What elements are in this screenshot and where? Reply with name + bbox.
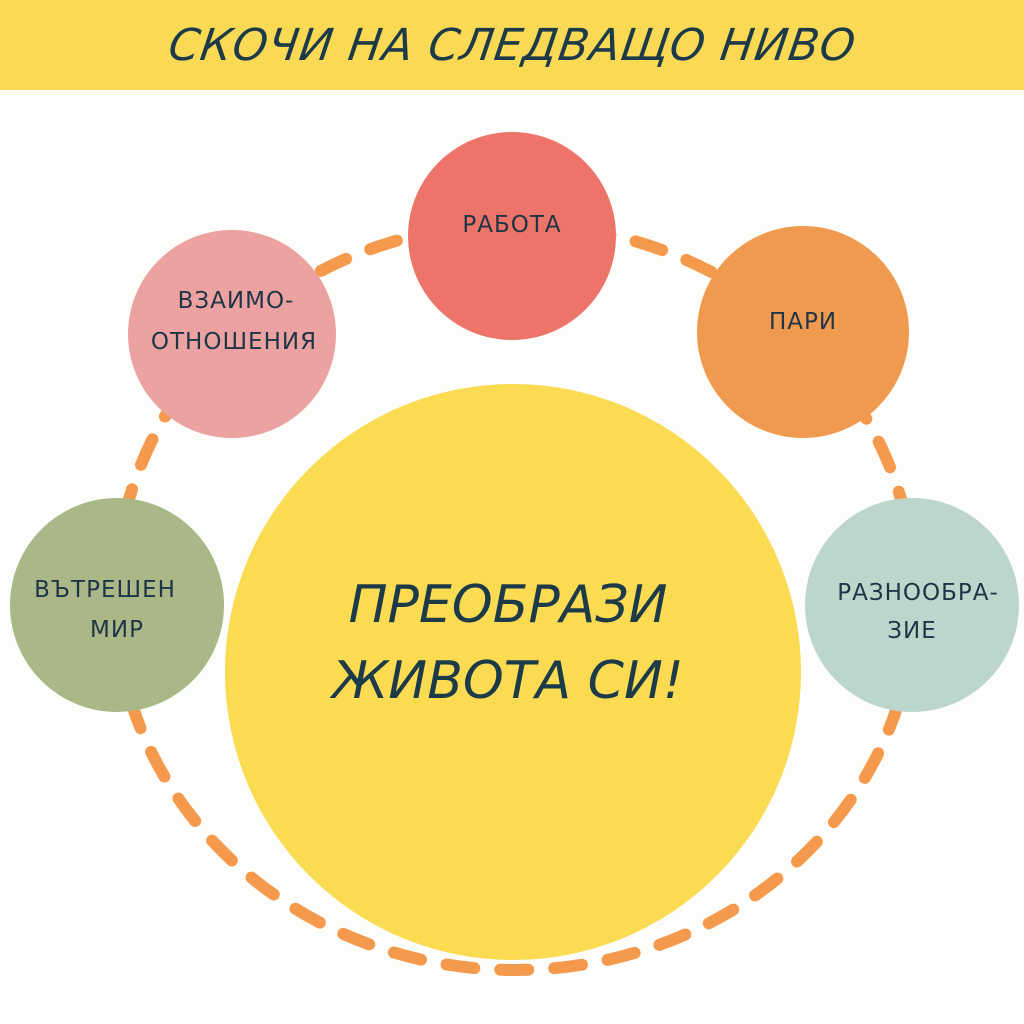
node-inner-world: ВЪТРЕШЕН МИР — [10, 498, 224, 712]
node-inner-world-line-2: МИР — [90, 617, 144, 643]
node-money-label: ПАРИ — [769, 309, 837, 335]
node-variety-line-2: ЗИЕ — [887, 618, 936, 644]
center-circle: ПРЕОБРАЗИ ЖИВОТА СИ! — [225, 384, 801, 960]
node-variety-line-1: РАЗНООБРА- — [837, 580, 999, 606]
node-work: РАБОТА — [408, 132, 616, 340]
center-line-1: ПРЕОБРАЗИ — [348, 575, 667, 635]
node-inner-world-line-1: ВЪТРЕШЕН — [34, 577, 176, 603]
node-work-label: РАБОТА — [462, 212, 561, 238]
node-relationships-line-1: ВЗАИМО- — [178, 288, 295, 314]
node-relationships: ВЗАИМО- ОТНОШЕНИЯ — [128, 230, 336, 438]
node-variety: РАЗНООБРА- ЗИЕ — [805, 498, 1019, 712]
header-banner: СКОЧИ НА СЛЕДВАЩО НИВО — [0, 0, 1024, 90]
center-line-2: ЖИВОТА СИ! — [329, 651, 683, 711]
node-relationships-line-2: ОТНОШЕНИЯ — [151, 329, 317, 355]
node-money: ПАРИ — [697, 226, 909, 438]
